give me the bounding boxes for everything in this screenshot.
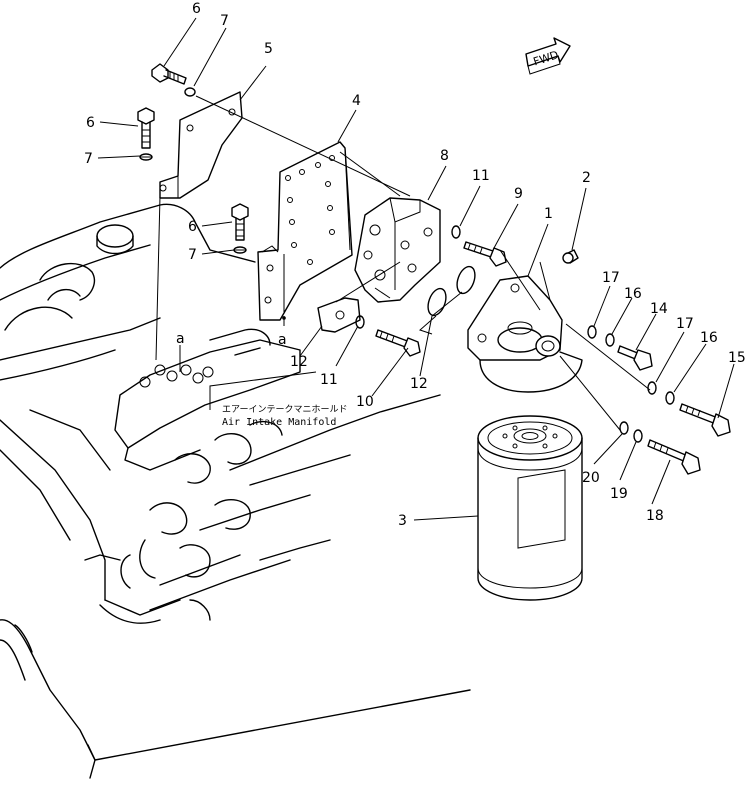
callout-20: 20 — [582, 470, 600, 486]
bolt-6-mid — [231, 203, 249, 241]
callout-5: 5 — [264, 41, 273, 57]
filter-head-1 — [467, 275, 583, 393]
leader-lines — [97, 17, 735, 521]
callout-3: 3 — [398, 513, 407, 529]
bolt-6-top — [151, 63, 187, 85]
bolt-15 — [679, 403, 731, 437]
callout-8: 8 — [440, 148, 449, 164]
washer-17-lower — [647, 381, 657, 395]
washer-16-upper — [605, 333, 615, 347]
washer-7-left — [139, 153, 153, 161]
callout-1: 1 — [544, 206, 553, 222]
callout-a-right: a — [278, 332, 287, 348]
fwd-arrow-icon: FWD — [525, 37, 571, 75]
washer-19 — [633, 429, 643, 443]
filter-head-8 — [354, 197, 441, 303]
callout-11-upper: 11 — [472, 168, 490, 184]
callout-7-left: 7 — [84, 151, 93, 167]
callout-17-lower: 17 — [676, 316, 694, 332]
callout-7-top: 7 — [220, 13, 229, 29]
callout-19: 19 — [610, 486, 628, 502]
callout-18: 18 — [646, 508, 664, 524]
callout-16-lower: 16 — [700, 330, 718, 346]
callout-6-left: 6 — [86, 115, 95, 131]
manifold-annotation: エアーインテークマニホールド Air Intake Manifold — [222, 404, 347, 428]
bolt-18 — [647, 439, 701, 475]
callout-13: 12 — [410, 376, 428, 392]
bolt-14 — [617, 345, 653, 371]
filter-3 — [477, 415, 583, 601]
callout-2: 2 — [582, 170, 591, 186]
callout-9: 9 — [514, 186, 523, 202]
callout-15: 15 — [728, 350, 746, 366]
bolt-6-left — [137, 107, 155, 149]
callout-7-mid: 7 — [188, 247, 197, 263]
callout-10: 10 — [356, 394, 374, 410]
annotation-english: Air Intake Manifold — [222, 417, 336, 428]
annotation-japanese: エアーインテークマニホールド — [222, 404, 347, 415]
washer-20 — [619, 421, 629, 435]
callouts: 6 7 5 6 7 4 8 11 9 2 1 6 7 17 16 14 17 1… — [84, 1, 746, 529]
engine-block — [0, 203, 471, 779]
washer-11-upper — [451, 225, 461, 239]
washer-11-lower — [355, 315, 365, 329]
marker-dot — [282, 316, 286, 320]
o-rings-13 — [427, 265, 476, 317]
bolt-9 — [463, 241, 507, 267]
callout-17-upper: 17 — [602, 270, 620, 286]
bracket-5 — [159, 91, 243, 199]
callout-a-left: a — [176, 331, 185, 347]
callout-4: 4 — [352, 93, 361, 109]
washer-17-upper — [587, 325, 597, 339]
plate-4 — [257, 141, 353, 321]
callout-12: 12 — [290, 354, 308, 370]
callout-6-mid: 6 — [188, 219, 197, 235]
washer-7-mid — [233, 246, 247, 254]
callout-6-top: 6 — [192, 1, 201, 17]
plate-12 — [317, 297, 361, 333]
plug-2 — [562, 249, 579, 264]
washer-7-top — [184, 87, 196, 97]
callout-16-upper: 16 — [624, 286, 642, 302]
callout-14: 14 — [650, 301, 668, 317]
bolt-10 — [375, 329, 421, 357]
callout-11-mid: 11 — [320, 372, 338, 388]
washer-16-lower — [665, 391, 675, 405]
